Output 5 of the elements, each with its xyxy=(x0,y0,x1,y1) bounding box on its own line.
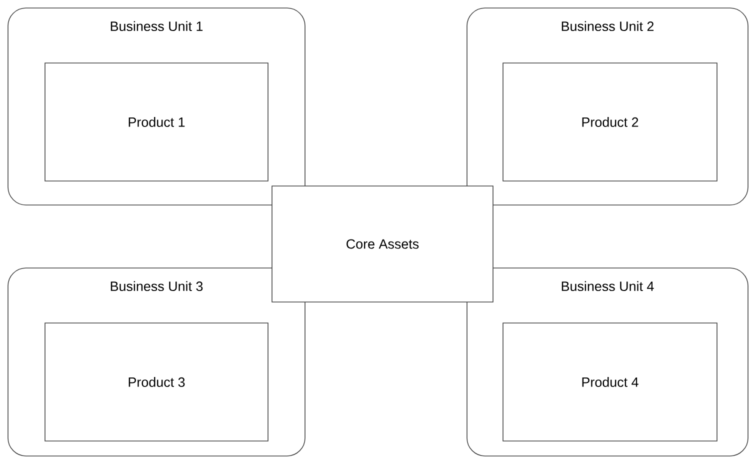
core-box: Core Assets xyxy=(272,186,494,302)
product-box: Product 1 xyxy=(44,62,268,182)
product-box: Product 4 xyxy=(502,322,718,442)
product-box: Product 2 xyxy=(502,62,718,182)
product-box: Product 3 xyxy=(44,322,268,442)
